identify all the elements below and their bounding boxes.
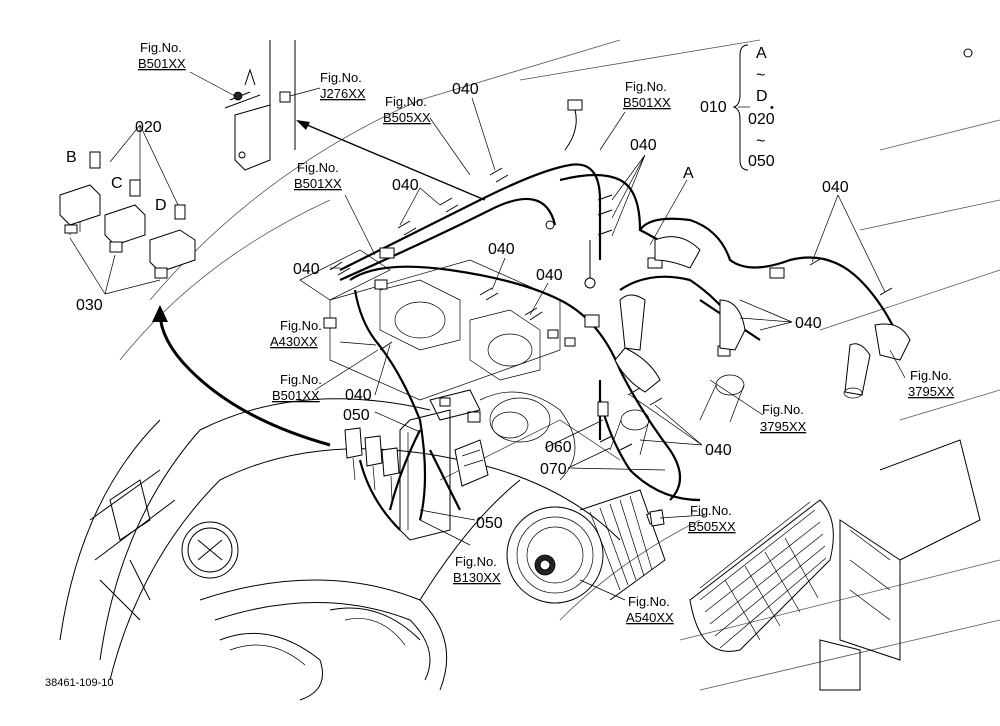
fig-label-b501xx: B501XX <box>272 388 320 403</box>
assembly-arrows <box>152 120 486 447</box>
hood-front <box>59 398 621 701</box>
fig-label-prefix: Fig.No. <box>385 94 427 109</box>
callout-bracket <box>732 44 749 171</box>
callout-010: 010 <box>700 99 727 116</box>
fig-label-prefix: Fig.No. <box>628 594 670 609</box>
fig-label-prefix: Fig.No. <box>280 372 322 387</box>
fig-label-prefix: Fig.No. <box>690 503 732 518</box>
fig-label-prefix: Fig.No. <box>762 402 804 417</box>
labels: Fig.No. B501XX Fig.No. J276XX Fig.No. B5… <box>45 40 955 689</box>
fig-label-prefix: Fig.No. <box>320 70 362 85</box>
fig-label-prefix: Fig.No. <box>455 554 497 569</box>
fig-label-b505xx: B505XX <box>688 519 736 534</box>
callout-040: 040 <box>536 267 563 284</box>
small-circle-mark <box>963 48 973 58</box>
fig-label-prefix: Fig.No. <box>910 368 952 383</box>
fig-label-prefix: Fig.No. <box>280 318 322 333</box>
callout-030: 030 <box>76 297 103 314</box>
callout-040: 040 <box>822 179 849 196</box>
fig-label-a430xx: A430XX <box>270 334 318 349</box>
bracket-tilde: ~ <box>756 133 765 150</box>
callout-040: 040 <box>705 442 732 459</box>
mounting-bracket <box>224 40 296 171</box>
alternator <box>506 489 666 604</box>
callout-070: 070 <box>540 461 567 478</box>
letter-c: C <box>111 175 123 192</box>
fuse-relay-group <box>59 151 196 279</box>
fig-label-prefix: Fig.No. <box>140 40 182 55</box>
callout-020: 020 <box>135 119 162 136</box>
fig-label-3795xx: 3795XX <box>908 384 955 399</box>
letter-d: D <box>155 197 167 214</box>
fig-label-3795xx: 3795XX <box>760 419 807 434</box>
callout-040: 040 <box>293 261 320 278</box>
letter-b: B <box>66 149 77 166</box>
drawing-number: 38461-109-10 <box>45 677 114 689</box>
bracket-d: D <box>756 88 768 105</box>
callout-060: 060 <box>545 439 572 456</box>
callout-040: 040 <box>392 177 419 194</box>
radiator-grille <box>689 439 981 691</box>
fig-label-b501xx: B501XX <box>623 95 671 110</box>
callout-040: 040 <box>345 387 372 404</box>
fig-label-a540xx: A540XX <box>626 610 674 625</box>
callout-050: 050 <box>476 515 503 532</box>
fig-label-prefix: Fig.No. <box>625 79 667 94</box>
fig-label-b130xx: B130XX <box>453 570 501 585</box>
letter-a: A <box>683 165 694 182</box>
fig-label-b505xx: B505XX <box>383 110 431 125</box>
fig-label-b501xx: B501XX <box>138 56 186 71</box>
bracket-050: 050 <box>748 153 775 170</box>
bracket-dot: • <box>770 102 774 114</box>
fig-label-j276xx: J276XX <box>320 86 366 101</box>
leader-lines <box>69 71 906 601</box>
callout-040: 040 <box>630 137 657 154</box>
bracket-020: 020 <box>748 111 775 128</box>
fig-label-prefix: Fig.No. <box>297 160 339 175</box>
bracket-tilde: ~ <box>756 67 765 84</box>
callout-050: 050 <box>343 407 370 424</box>
callout-040: 040 <box>452 81 479 98</box>
wire-harness <box>323 99 911 541</box>
bracket-a: A <box>756 45 767 62</box>
callout-040: 040 <box>488 241 515 258</box>
fig-label-b501xx: B501XX <box>294 176 342 191</box>
callout-040: 040 <box>795 315 822 332</box>
